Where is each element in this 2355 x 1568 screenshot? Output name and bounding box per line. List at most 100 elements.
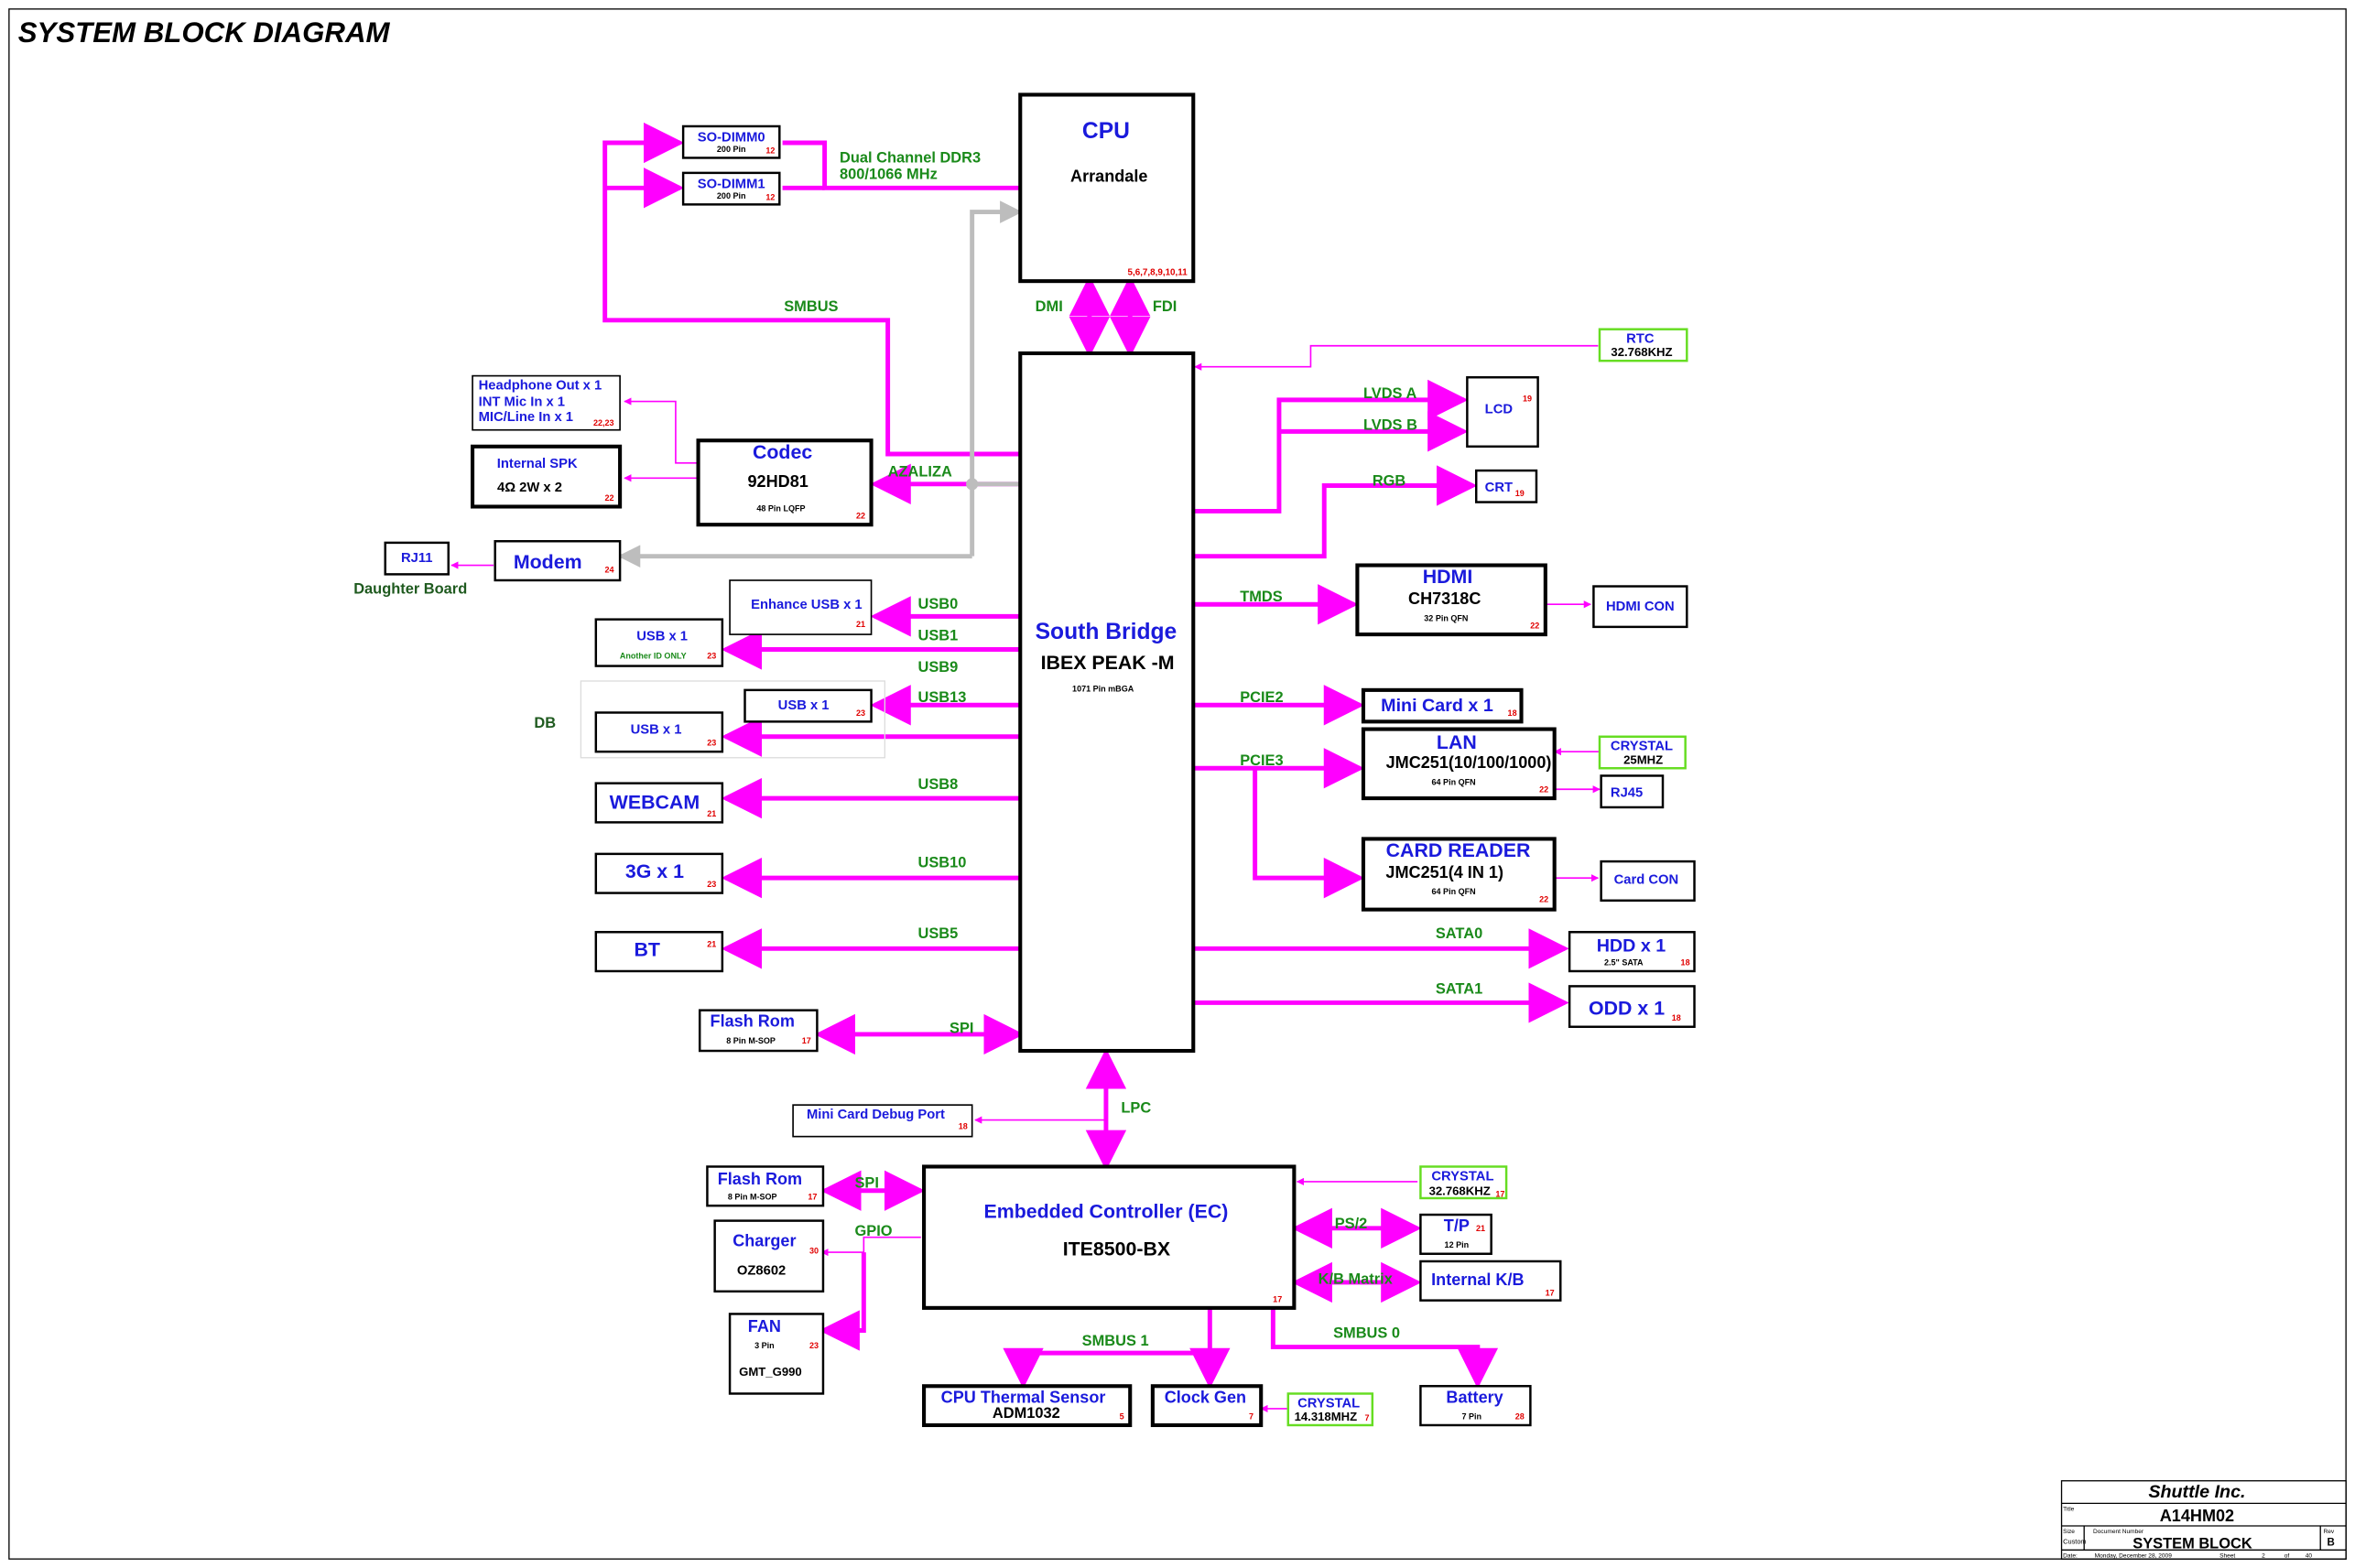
flash-rom-ec-pkg: 8 Pin M-SOP [728, 1193, 777, 1202]
lvds-b-label: LVDS B [1363, 417, 1417, 434]
card-con-label: Card CON [1614, 873, 1679, 888]
card-reader-pkg: 64 Pin QFN [1432, 887, 1476, 896]
lan-block[interactable]: LAN JMC251(10/100/1000) 64 Pin QFN 22 [1361, 727, 1557, 801]
flash-rom-sb-pkg: 8 Pin M-SOP [726, 1036, 776, 1045]
card-con-block[interactable]: Card CON [1600, 860, 1696, 903]
spi-ec-label: SPI [854, 1174, 878, 1191]
usb8-label: USB8 [918, 776, 959, 793]
lpc-label: LPC [1121, 1099, 1151, 1116]
internal-kb-page: 17 [1546, 1289, 1555, 1298]
title-block-company: Shuttle Inc. [2148, 1482, 2245, 1502]
lcd-block[interactable]: LCD 19 [1466, 376, 1539, 449]
thermal-sensor-block[interactable]: CPU Thermal Sensor ADM1032 5 [922, 1384, 1133, 1428]
3g-page: 23 [707, 880, 716, 889]
webcam-page: 21 [707, 809, 716, 818]
usb-a-sub: Another ID ONLY [620, 651, 687, 660]
crt-block[interactable]: CRT 19 [1474, 469, 1538, 503]
odd-block[interactable]: ODD x 1 18 [1568, 985, 1696, 1028]
title-block-title: A14HM02 [2160, 1507, 2234, 1525]
usb-c-block[interactable]: USB x 1 23 [594, 711, 724, 753]
bt-block[interactable]: BT 21 [594, 931, 724, 973]
enhance-usb-block[interactable]: Enhance USB x 1 21 [729, 579, 873, 635]
ec-block[interactable]: Embedded Controller (EC) ITE8500-BX 17 [922, 1164, 1297, 1310]
rtc-freq: 32.768KHZ [1611, 345, 1672, 359]
daughter-board-area [580, 680, 886, 759]
usb9-label: USB9 [918, 659, 959, 676]
3g-title: 3G x 1 [625, 860, 684, 882]
debug-port-page: 18 [959, 1121, 968, 1130]
hdd-title: HDD x 1 [1597, 936, 1666, 957]
webcam-title: WEBCAM [610, 792, 700, 814]
crystal-32-page: 17 [1495, 1189, 1504, 1198]
title-block-sheet: 2 [2262, 1553, 2265, 1560]
charger-block[interactable]: Charger OZ8602 30 [713, 1219, 825, 1293]
tmds-label: TMDS [1240, 589, 1283, 605]
internal-kb-title: Internal K/B [1431, 1271, 1524, 1289]
fan-title: FAN [748, 1317, 781, 1336]
charger-name: OZ8602 [737, 1264, 786, 1279]
south-bridge-block[interactable]: South Bridge IBEX PEAK -M 1071 Pin mBGA [1018, 351, 1196, 1054]
rtc-block[interactable]: RTC 32.768KHZ [1598, 328, 1688, 362]
codec-block[interactable]: Codec 92HD81 48 Pin LQFP 22 [696, 438, 874, 527]
title-block-docnum: SYSTEM BLOCK [2133, 1536, 2252, 1552]
flash-rom-ec-block[interactable]: Flash Rom 8 Pin M-SOP 17 [706, 1165, 825, 1207]
tp-block[interactable]: T/P 12 Pin 21 [1419, 1213, 1492, 1255]
clock-gen-block[interactable]: Clock Gen 7 [1150, 1384, 1264, 1428]
fan-page: 23 [809, 1341, 819, 1350]
card-reader-block[interactable]: CARD READER JMC251(4 IN 1) 64 Pin QFN 22 [1361, 837, 1557, 912]
sodimm1-block[interactable]: SO-DIMM1 200 Pin 12 [681, 171, 781, 206]
usb-a-page: 23 [707, 651, 716, 660]
card-reader-page: 22 [1539, 894, 1548, 903]
lan-page: 22 [1539, 785, 1548, 795]
daughter-board-label: Daughter Board [353, 581, 467, 598]
sodimm0-block[interactable]: SO-DIMM0 200 Pin 12 [681, 124, 781, 159]
fan-block[interactable]: FAN 3 Pin GMT_G990 23 [728, 1313, 825, 1395]
lcd-page: 19 [1523, 395, 1532, 404]
headphone-block[interactable]: Headphone Out x 1 INT Mic In x 1 MIC/Lin… [472, 374, 621, 431]
mini-card-block[interactable]: Mini Card x 1 18 [1361, 687, 1524, 724]
ec-name: ITE8500-BX [1063, 1238, 1171, 1260]
usb13-label: USB13 [918, 689, 967, 706]
rj45-block[interactable]: RJ45 [1600, 774, 1665, 809]
internal-spk-spec: 4Ω 2W x 2 [497, 481, 562, 495]
title-block-title-label: Title [2063, 1507, 2075, 1513]
usb-b-block[interactable]: USB x 1 23 [743, 688, 873, 723]
rj45-label: RJ45 [1611, 785, 1643, 800]
cpu-block[interactable]: CPU Arrandale 5,6,7,8,9,10,11 [1018, 92, 1196, 284]
battery-page: 28 [1515, 1411, 1525, 1421]
flash-rom-sb-block[interactable]: Flash Rom 8 Pin M-SOP 17 [698, 1009, 819, 1053]
codec-name: 92HD81 [748, 472, 809, 491]
hdd-block[interactable]: HDD x 1 2.5" SATA 18 [1568, 931, 1696, 973]
headphone-page: 22,23 [593, 418, 614, 427]
title-block-date-label: Date: [2063, 1553, 2078, 1560]
bus-lines [450, 122, 1601, 1413]
lvds-a-label: LVDS A [1363, 385, 1417, 402]
internal-spk-block[interactable]: Internal SPK 4Ω 2W x 2 22 [470, 444, 623, 509]
rtc-title: RTC [1626, 331, 1655, 346]
crt-title: CRT [1485, 481, 1513, 495]
crystal-25mhz-block[interactable]: CRYSTAL 25MHZ [1598, 735, 1687, 770]
debug-port-block[interactable]: Mini Card Debug Port 18 [792, 1104, 973, 1138]
hdmi-con-block[interactable]: HDMI CON [1592, 585, 1688, 629]
crystal-25-title: CRYSTAL [1611, 740, 1673, 754]
thermal-title: CPU Thermal Sensor [941, 1388, 1106, 1406]
tp-title: T/P [1444, 1217, 1470, 1235]
internal-kb-block[interactable]: Internal K/B 17 [1419, 1260, 1562, 1302]
modem-block[interactable]: Modem 24 [494, 540, 622, 582]
3g-block[interactable]: 3G x 1 23 [594, 852, 724, 894]
cpu-title: CPU [1082, 119, 1130, 144]
crystal-32-title: CRYSTAL [1431, 1169, 1493, 1184]
crystal-14mhz-block[interactable]: CRYSTAL 14.318MHZ 7 [1286, 1392, 1374, 1427]
fan-pins: 3 Pin [754, 1341, 775, 1350]
battery-block[interactable]: Battery 7 Pin 28 [1419, 1385, 1532, 1427]
rj11-block[interactable]: RJ11 [384, 541, 450, 576]
title-block-size: Custom [2063, 1538, 2086, 1546]
crystal-32khz-block[interactable]: CRYSTAL 32.768KHZ 17 [1419, 1165, 1508, 1200]
webcam-block[interactable]: WEBCAM 21 [594, 782, 724, 824]
flash-rom-sb-page: 17 [802, 1036, 811, 1045]
smbus0-label: SMBUS 0 [1333, 1325, 1400, 1342]
crystal-14-title: CRYSTAL [1297, 1396, 1360, 1411]
usb-a-block[interactable]: USB x 1 Another ID ONLY 23 [594, 618, 724, 667]
hdmi-block[interactable]: HDMI CH7318C 32 Pin QFN 22 [1355, 563, 1547, 637]
spi-label: SPI [950, 1020, 973, 1036]
